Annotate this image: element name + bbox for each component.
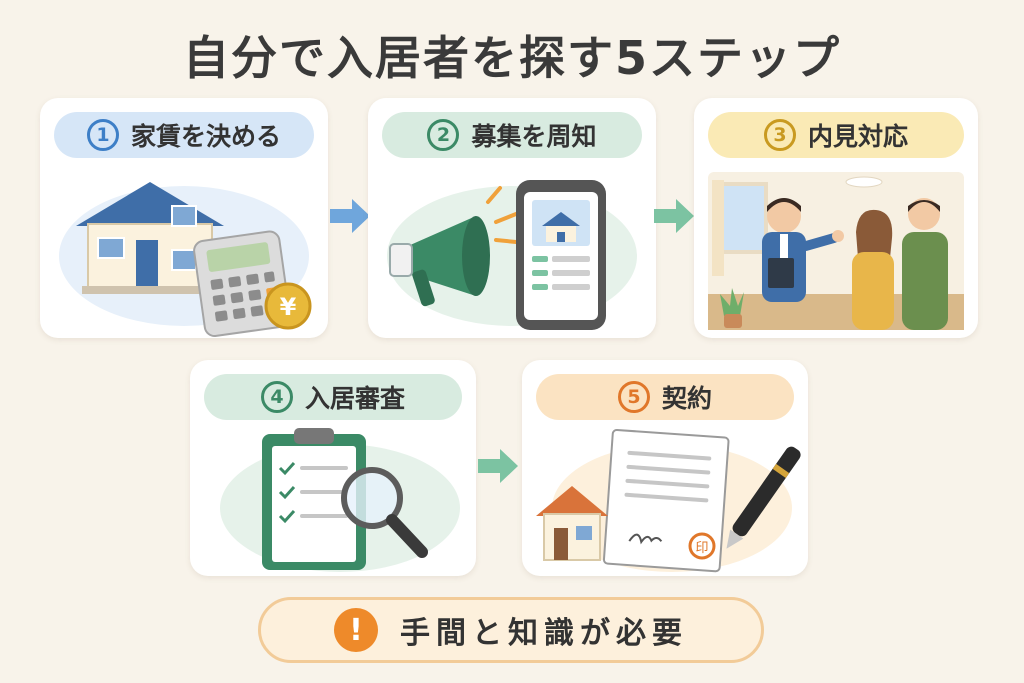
step-label-2: 募集を周知 — [471, 122, 597, 151]
house-icon — [536, 486, 608, 561]
yen-symbol: ¥ — [280, 293, 297, 321]
step-label-1: 家賃を決める — [130, 122, 281, 151]
step-number-5: 5 — [617, 381, 650, 413]
contract-document-icon — [602, 428, 730, 573]
agent-showing-room-icon — [708, 172, 964, 330]
seal-stamp-icon: 印 — [688, 532, 716, 560]
yen-coin-icon: ¥ — [264, 282, 312, 330]
step-pill-2: 2 募集を周知 — [382, 112, 642, 158]
arrow-right-icon — [478, 449, 518, 483]
page-title: 自分で入居者を探す5ステップ — [182, 31, 841, 85]
step-card-5: 5 契約 印 — [522, 360, 808, 576]
step-number-2: 2 — [427, 119, 460, 151]
step-number-4: 4 — [260, 381, 293, 413]
smartphone-listing-icon — [516, 180, 606, 330]
step-label-3: 内見対応 — [807, 122, 908, 151]
step-pill-1: 1 家賃を決める — [54, 112, 314, 158]
step-card-4: 4 入居審査 — [190, 360, 476, 576]
warning-icon: ! — [334, 608, 378, 652]
step-card-2: 2 募集を周知 — [368, 98, 656, 338]
warning-banner: ! 手間と知識が必要 — [258, 597, 764, 663]
warning-text: 手間と知識が必要 — [400, 616, 688, 651]
magnifier-icon — [341, 467, 428, 558]
step-label-4: 入居審査 — [304, 384, 405, 413]
arrow-right-icon — [330, 199, 370, 233]
checklist-clipboard-icon — [262, 428, 366, 570]
step-pill-3: 3 内見対応 — [708, 112, 964, 158]
step-label-5: 契約 — [661, 384, 712, 413]
step-number-3: 3 — [763, 119, 796, 151]
megaphone-icon — [389, 186, 518, 307]
arrow-right-icon — [654, 199, 694, 233]
step-pill-4: 4 入居審査 — [204, 374, 462, 420]
step-number-1: 1 — [86, 119, 119, 151]
step-card-1: 1 家賃を決める — [40, 98, 328, 338]
seal-character: 印 — [695, 541, 708, 556]
step-pill-5: 5 契約 — [536, 374, 794, 420]
step-card-3: 3 内見対応 — [694, 98, 978, 338]
pen-icon — [726, 446, 801, 549]
house-icon — [76, 182, 224, 294]
